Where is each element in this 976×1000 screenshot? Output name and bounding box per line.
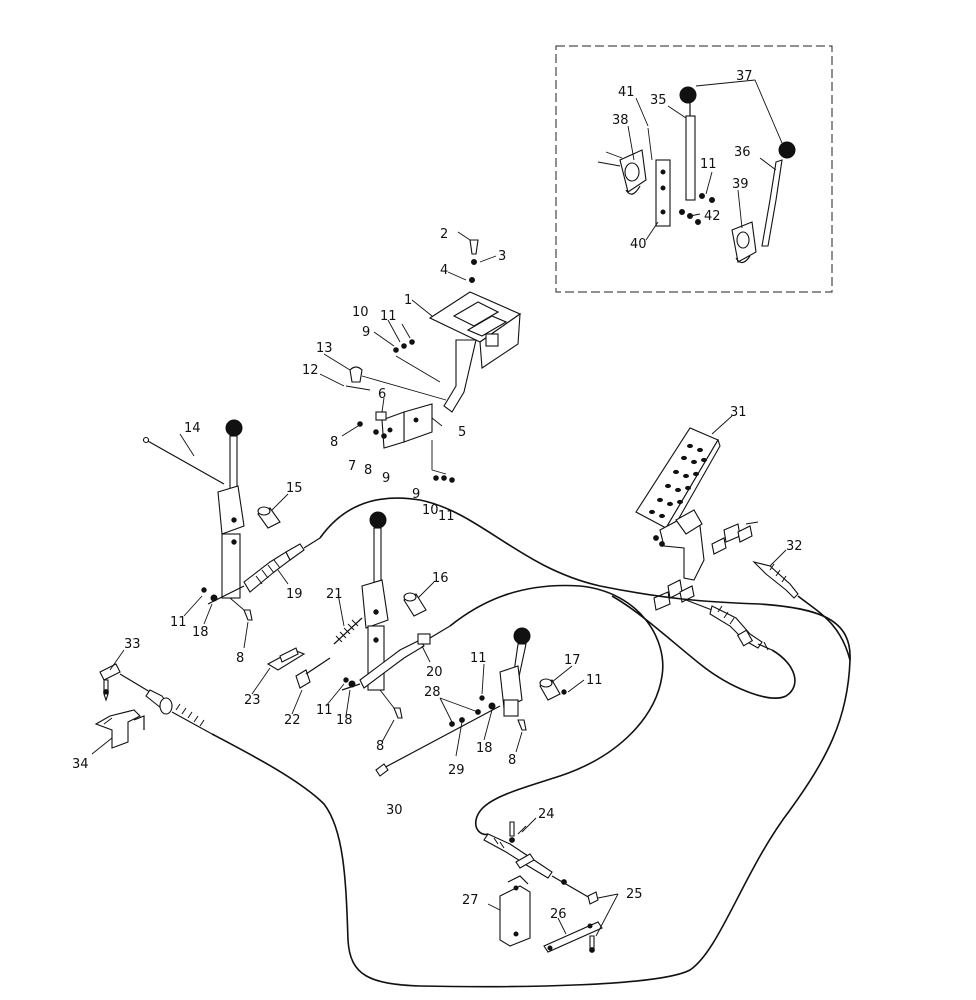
control-lever-middle — [251, 511, 451, 743]
part-label: 9 — [362, 325, 370, 340]
part-label: 14 — [184, 421, 201, 436]
control-lever-right — [375, 627, 585, 777]
part-label: 25 — [626, 887, 643, 902]
part-label: 40 — [630, 237, 647, 252]
part-label: 8 — [376, 739, 384, 754]
part-label: 1 — [404, 293, 412, 308]
inset-alternate-levers — [555, 45, 833, 293]
part-label: 31 — [730, 405, 747, 420]
pedal-tread-pattern — [649, 443, 707, 519]
lever-knob-left — [225, 419, 243, 437]
part-label: 8 — [236, 651, 244, 666]
part-label: 11 — [170, 615, 187, 630]
bar-26 — [543, 921, 603, 953]
part-label: 28 — [424, 685, 441, 700]
part-label: 9 — [382, 471, 390, 486]
part-label: 39 — [732, 177, 749, 192]
bracket-38 — [597, 149, 647, 195]
inset-dashed-border — [555, 45, 833, 293]
part-label: 41 — [618, 85, 635, 100]
knob-37b — [778, 141, 796, 159]
part-label: 11 — [700, 157, 717, 172]
part-label: 10 — [352, 305, 369, 320]
part-label: 42 — [704, 209, 721, 224]
part-label: 8 — [330, 435, 338, 450]
part-label: 11 — [316, 703, 333, 718]
part-label: 22 — [284, 713, 301, 728]
lever-knob-right — [513, 627, 531, 645]
part-label: 11 — [470, 651, 487, 666]
part-label: 34 — [72, 757, 89, 772]
part-label: 23 — [244, 693, 261, 708]
part-label: 5 — [458, 425, 466, 440]
part-label: 11 — [380, 309, 397, 324]
part-label: 37 — [736, 69, 753, 84]
part-label: 15 — [286, 481, 303, 496]
cable-32 — [797, 595, 851, 661]
part-label: 4 — [440, 263, 448, 278]
part-label: 6 — [378, 387, 386, 402]
part-label: 11 — [438, 509, 455, 524]
part-label: 27 — [462, 893, 479, 908]
part-label: 18 — [476, 741, 493, 756]
lever-knob-middle — [369, 511, 387, 529]
part-label: 33 — [124, 637, 141, 652]
cable-pedal-loop — [611, 595, 796, 699]
bracket-39 — [731, 221, 757, 264]
bracket-34-assembly — [91, 649, 213, 755]
part-label: 24 — [538, 807, 555, 822]
part-label: 20 — [426, 665, 443, 680]
cable-middle-loop — [449, 584, 664, 836]
part-label: 36 — [734, 145, 751, 160]
part-label: 12 — [302, 363, 319, 378]
part-label: 9 — [412, 487, 420, 502]
part-label: 11 — [586, 673, 603, 688]
part-label: 29 — [448, 763, 465, 778]
control-lever-left — [142, 419, 321, 649]
part-label: 13 — [316, 341, 333, 356]
part-label: 8 — [508, 753, 516, 768]
plate-40 — [655, 159, 671, 227]
part-label: 10 — [422, 503, 439, 518]
part-label: 7 — [348, 459, 356, 474]
part-label: 2 — [440, 227, 448, 242]
part-label: 19 — [286, 587, 303, 602]
part-label: 30 — [386, 803, 403, 818]
control-cables — [211, 497, 851, 988]
part-label: 35 — [650, 93, 667, 108]
lever-35 — [679, 86, 697, 201]
part-label: 3 — [498, 249, 506, 264]
bracket-27 — [499, 885, 531, 947]
knob-37a — [679, 86, 697, 104]
mounting-bracket-assembly — [319, 231, 522, 483]
lever-36 — [761, 141, 796, 247]
cable-upper-loop — [211, 497, 851, 988]
part-labels: 1 2 3 4 5 6 7 8 8 8 8 8 9 9 9 10 10 11 1… — [72, 69, 803, 922]
part-label: 21 — [326, 587, 343, 602]
part-label: 17 — [564, 653, 581, 668]
lower-bracket-assembly — [483, 817, 619, 953]
part-label: 16 — [432, 571, 449, 586]
accelerator-pedal-31 — [635, 415, 799, 651]
part-label: 32 — [786, 539, 803, 554]
part-label: 26 — [550, 907, 567, 922]
bracket-plate-5 — [403, 403, 433, 443]
part-label: 38 — [612, 113, 629, 128]
part-label: 18 — [192, 625, 209, 640]
part-label: 8 — [364, 463, 372, 478]
part-label: 18 — [336, 713, 353, 728]
